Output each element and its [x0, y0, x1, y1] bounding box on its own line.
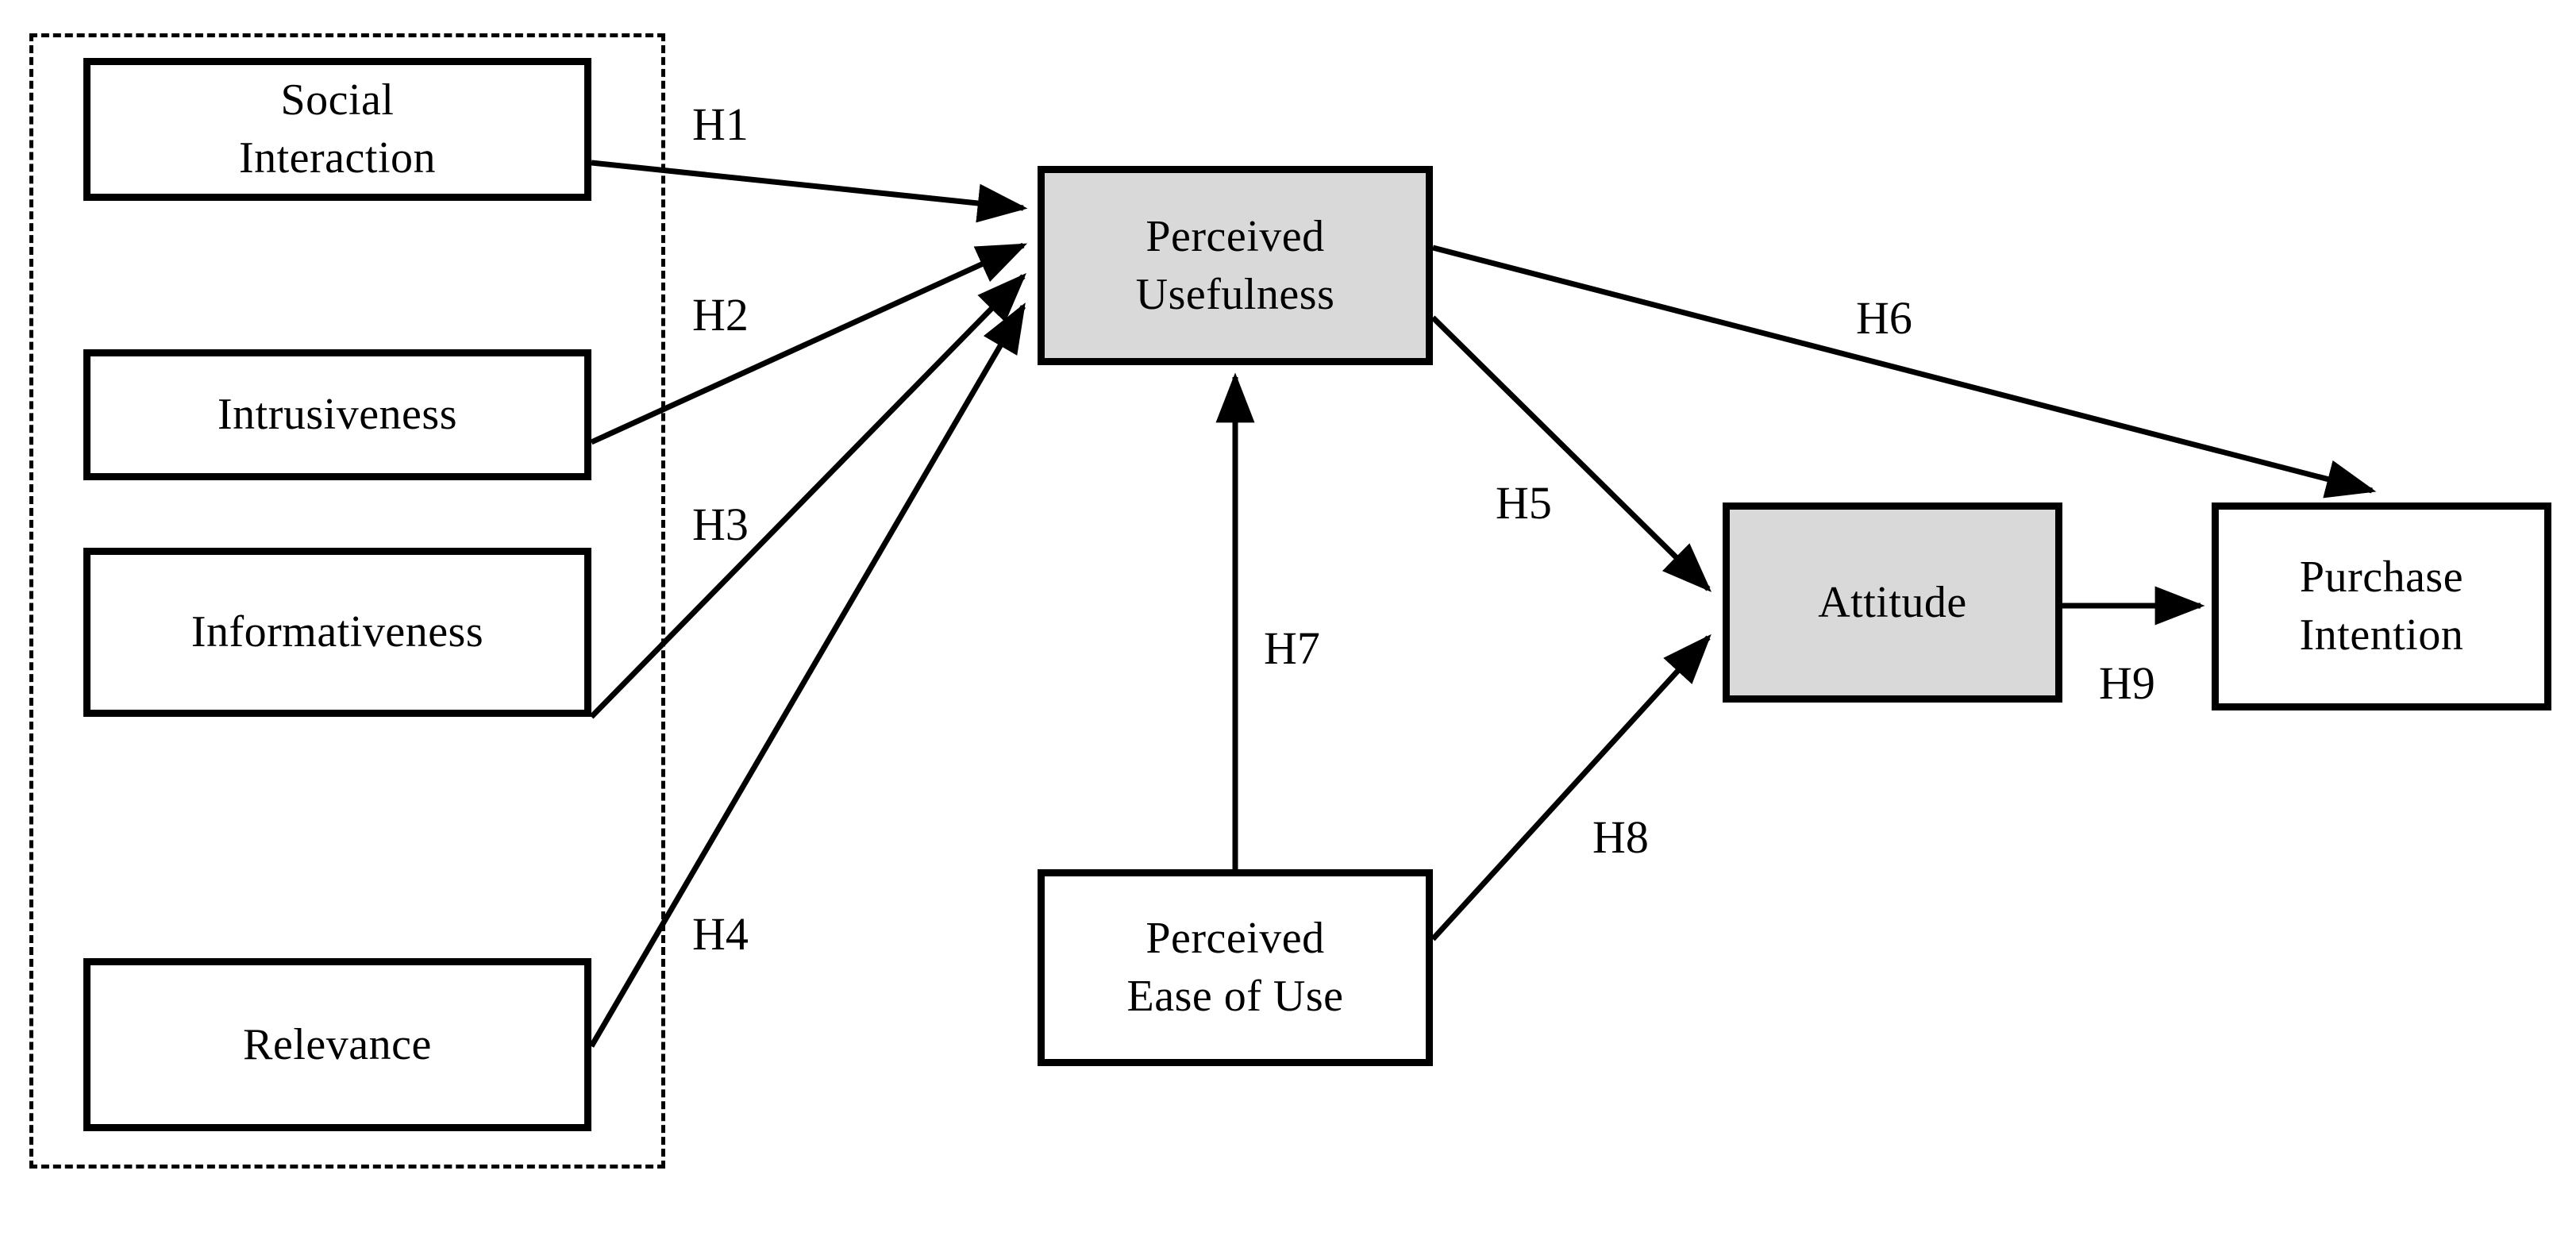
node-intrusiveness-label: Intrusiveness	[217, 390, 457, 440]
antecedents-group-box	[29, 33, 665, 1169]
node-informativeness[interactable]: Informativeness	[83, 548, 591, 717]
hypothesis-label-h6: H6	[1856, 292, 1912, 344]
node-informativeness-label: Informativeness	[191, 607, 484, 657]
arrow-h5	[1430, 315, 1712, 592]
node-perceived-ease-of-use-label: Perceived Ease of Use	[1126, 914, 1344, 1021]
node-intrusiveness[interactable]: Intrusiveness	[83, 349, 591, 480]
hypothesis-label-h8: H8	[1592, 811, 1649, 863]
node-relevance[interactable]: Relevance	[83, 958, 591, 1131]
hypothesis-label-h1: H1	[692, 98, 749, 150]
node-attitude-label: Attitude	[1818, 577, 1967, 627]
node-perceived-usefulness[interactable]: Perceived Usefulness	[1038, 166, 1433, 365]
hypothesis-label-h4: H4	[692, 908, 749, 960]
node-perceived-usefulness-label: Perceived Usefulness	[1135, 211, 1335, 319]
node-relevance-label: Relevance	[243, 1019, 432, 1069]
node-purchase-intention-label: Purchase Intention	[2299, 553, 2464, 660]
arrow-h2	[590, 242, 1028, 445]
node-social-interaction-label: Social Interaction	[238, 75, 437, 183]
hypothesis-label-h3: H3	[692, 499, 749, 550]
hypothesis-label-h5: H5	[1496, 477, 1552, 529]
arrow-h1	[591, 160, 1028, 223]
hypothesis-label-h9: H9	[2099, 657, 2155, 709]
arrow-h4	[588, 302, 1026, 1048]
node-social-interaction[interactable]: Social Interaction	[83, 58, 591, 201]
hypothesis-label-h7: H7	[1264, 622, 1320, 674]
arrow-h3	[589, 273, 1026, 719]
node-perceived-ease-of-use[interactable]: Perceived Ease of Use	[1038, 869, 1433, 1066]
arrow-h8	[1430, 633, 1712, 941]
hypothesis-label-h2: H2	[692, 289, 749, 341]
node-purchase-intention[interactable]: Purchase Intention	[2212, 502, 2551, 710]
arrow-h6	[1432, 245, 2377, 499]
node-attitude[interactable]: Attitude	[1723, 502, 2062, 703]
